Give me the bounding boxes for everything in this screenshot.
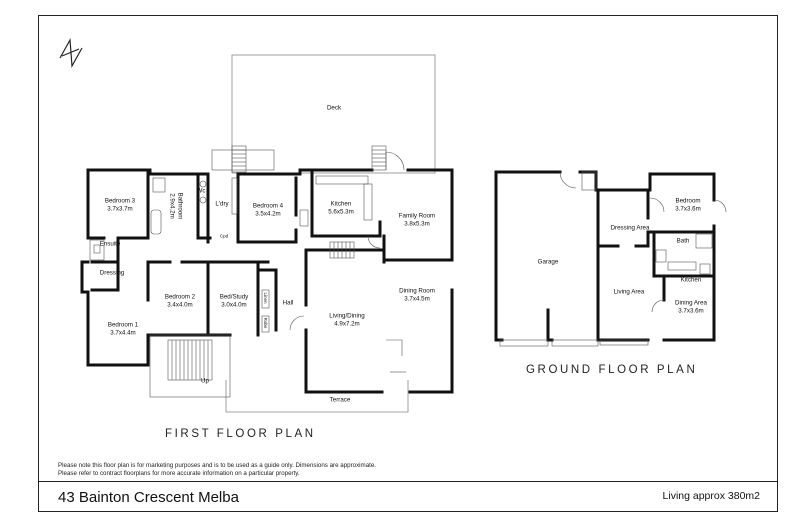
room-label-ground-kitchen: Kitchen — [680, 276, 702, 284]
ground-fixtures — [499, 171, 727, 347]
room-label-garage: Garage — [537, 258, 559, 266]
room-label-wc: Wc — [196, 187, 206, 195]
property-address: 43 Bainton Crescent Melba — [58, 489, 239, 506]
ground-floor-title: GROUND FLOOR PLAN — [526, 364, 698, 376]
first-floor-title: FIRST FLOOR PLAN — [165, 428, 316, 440]
deck-outline — [231, 54, 436, 174]
room-label-laundry: L'dry — [215, 200, 229, 208]
north-arrow-icon — [59, 37, 83, 69]
room-label-cupboard: Cpd — [219, 233, 229, 239]
fixtures — [89, 151, 406, 373]
room-label-terrace: Terrace — [329, 396, 351, 404]
room-label-dressing: Dressing — [99, 269, 125, 277]
room-label-bath: Bath — [676, 237, 690, 245]
room-label-up: Up — [201, 377, 209, 385]
room-label-deck: Deck — [326, 104, 342, 112]
room-label-linen: Linen — [262, 292, 268, 304]
room-label-ensuite: Ensuite — [99, 240, 121, 248]
terrace-outline — [225, 380, 409, 413]
disclaimer-line-2: Please refer to contract floorplans for … — [58, 470, 300, 477]
up-stairs — [149, 334, 231, 398]
deck-stairs — [211, 145, 387, 259]
footer-bar — [38, 481, 778, 512]
room-label-robe: Robe — [262, 317, 268, 329]
room-label-living-area: Living Area — [613, 288, 645, 296]
room-label-dressing-area: Dressing Area — [610, 224, 650, 232]
page-border — [38, 15, 778, 512]
living-area-text: Living approx 380m2 — [662, 490, 760, 502]
disclaimer: Please note this floor plan is for marke… — [58, 462, 376, 478]
room-label-hall: Hall — [282, 299, 294, 307]
disclaimer-line-1: Please note this floor plan is for marke… — [58, 462, 377, 469]
